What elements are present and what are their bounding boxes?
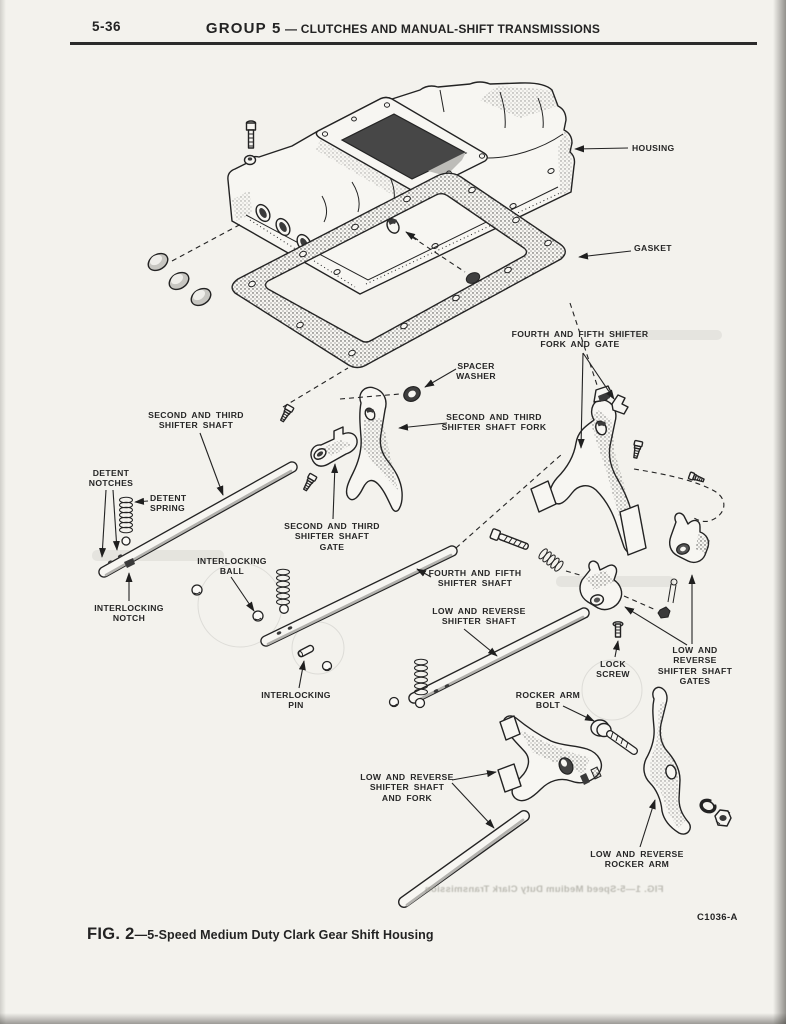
- header-rule: [70, 42, 757, 45]
- nut-part: [714, 809, 732, 827]
- label-low-reverse-fork: LOW AND REVERSE SHIFTER SHAFT AND FORK: [360, 772, 454, 803]
- label-interlocking-pin: INTERLOCKING PIN: [261, 690, 331, 711]
- assembly-dash-lines: [282, 302, 725, 611]
- low-reverse-gate-b-part: [579, 560, 623, 611]
- gate-nut: [657, 606, 671, 619]
- second-third-fork-part: [345, 386, 403, 512]
- label-low-reverse-rocker-arm: LOW AND REVERSE ROCKER ARM: [590, 849, 684, 870]
- second-third-shifter-shaft-part: [98, 461, 298, 578]
- figure-caption: FIG. 2—5-Speed Medium Duty Clark Gear Sh…: [87, 925, 434, 944]
- bleedthrough-caption: FIG. 1—5-Speed Medium Duty Clark Transmi…: [424, 884, 664, 895]
- fourth-fifth-fork-part: [530, 385, 647, 556]
- label-detent-notches: DETENT NOTCHES: [88, 468, 134, 489]
- page-header: GROUP 5 — CLUTCHES AND MANUAL-SHIFT TRAN…: [60, 20, 746, 38]
- expansion-plugs: [147, 222, 244, 307]
- spacer-washer-part: [403, 386, 421, 402]
- rocker-arm-bolt-part: [590, 719, 638, 755]
- figure-caption-number: FIG. 2: [87, 925, 135, 943]
- header-section-title: — CLUTCHES AND MANUAL-SHIFT TRANSMISSION…: [281, 22, 601, 36]
- label-interlocking-notch: INTERLOCKING NOTCH: [94, 603, 164, 624]
- fourth-fifth-shifter-shaft-part: [260, 545, 458, 647]
- cotter-pin-part: [667, 578, 678, 604]
- label-housing: HOUSING: [632, 143, 675, 153]
- figure-code: C1036-A: [697, 912, 738, 923]
- low-reverse-fork-part: [497, 715, 603, 802]
- gate-spring-part: [538, 548, 564, 572]
- shaft-spring-part: [414, 658, 428, 696]
- detent-interlock-balls: [121, 536, 426, 709]
- label-fourth-fifth-fork-gate: FOURTH AND FIFTH SHIFTER FORK AND GATE: [511, 329, 649, 350]
- label-interlocking-ball: INTERLOCKING BALL: [197, 556, 267, 577]
- figure-caption-text: —5-Speed Medium Duty Clark Gear Shift Ho…: [134, 928, 434, 942]
- low-reverse-shifter-shaft-part: [408, 607, 590, 704]
- label-lock-screw: LOCK SCREW: [596, 659, 630, 680]
- lock-screw-part: [612, 621, 624, 638]
- label-second-third-gate: SECOND AND THIRD SHIFTER SHAFT GATE: [284, 521, 380, 552]
- page-number: 5-36: [92, 19, 122, 34]
- label-second-third-shaft: SECOND AND THIRD SHIFTER SHAFT: [148, 410, 244, 431]
- label-gasket: GASKET: [634, 243, 672, 253]
- low-reverse-rocker-arm-part: [643, 686, 691, 835]
- label-spacer-washer: SPACER WASHER: [456, 361, 496, 382]
- label-detent-spring: DETENT SPRING: [150, 493, 187, 514]
- label-low-reverse-gates: LOW AND REVERSE SHIFTER SHAFT GATES: [657, 645, 733, 687]
- label-low-reverse-shaft: LOW AND REVERSE SHIFTER SHAFT: [432, 606, 526, 627]
- detent-spring-part: [119, 496, 133, 534]
- low-reverse-fork-shaft-part: [398, 810, 530, 908]
- housing-bolt: [243, 120, 257, 166]
- label-fourth-fifth-shaft: FOURTH AND FIFTH SHIFTER SHAFT: [428, 568, 522, 589]
- interlock-spring-part: [276, 568, 290, 606]
- header-group-title: GROUP 5: [205, 20, 282, 37]
- label-second-third-fork: SECOND AND THIRD SHIFTER SHAFT FORK: [441, 412, 547, 433]
- low-reverse-gate-a-part: [669, 512, 710, 564]
- gasket-part: [231, 172, 566, 369]
- set-screws: [280, 403, 705, 658]
- gate-bolt: [489, 528, 529, 550]
- lock-washer-part: [699, 798, 718, 814]
- label-rocker-arm-bolt: ROCKER ARM BOLT: [515, 690, 581, 711]
- label-leader-arrows: [99, 145, 696, 848]
- second-third-gate-part: [310, 426, 358, 467]
- interlocking-pin-part: [297, 644, 315, 658]
